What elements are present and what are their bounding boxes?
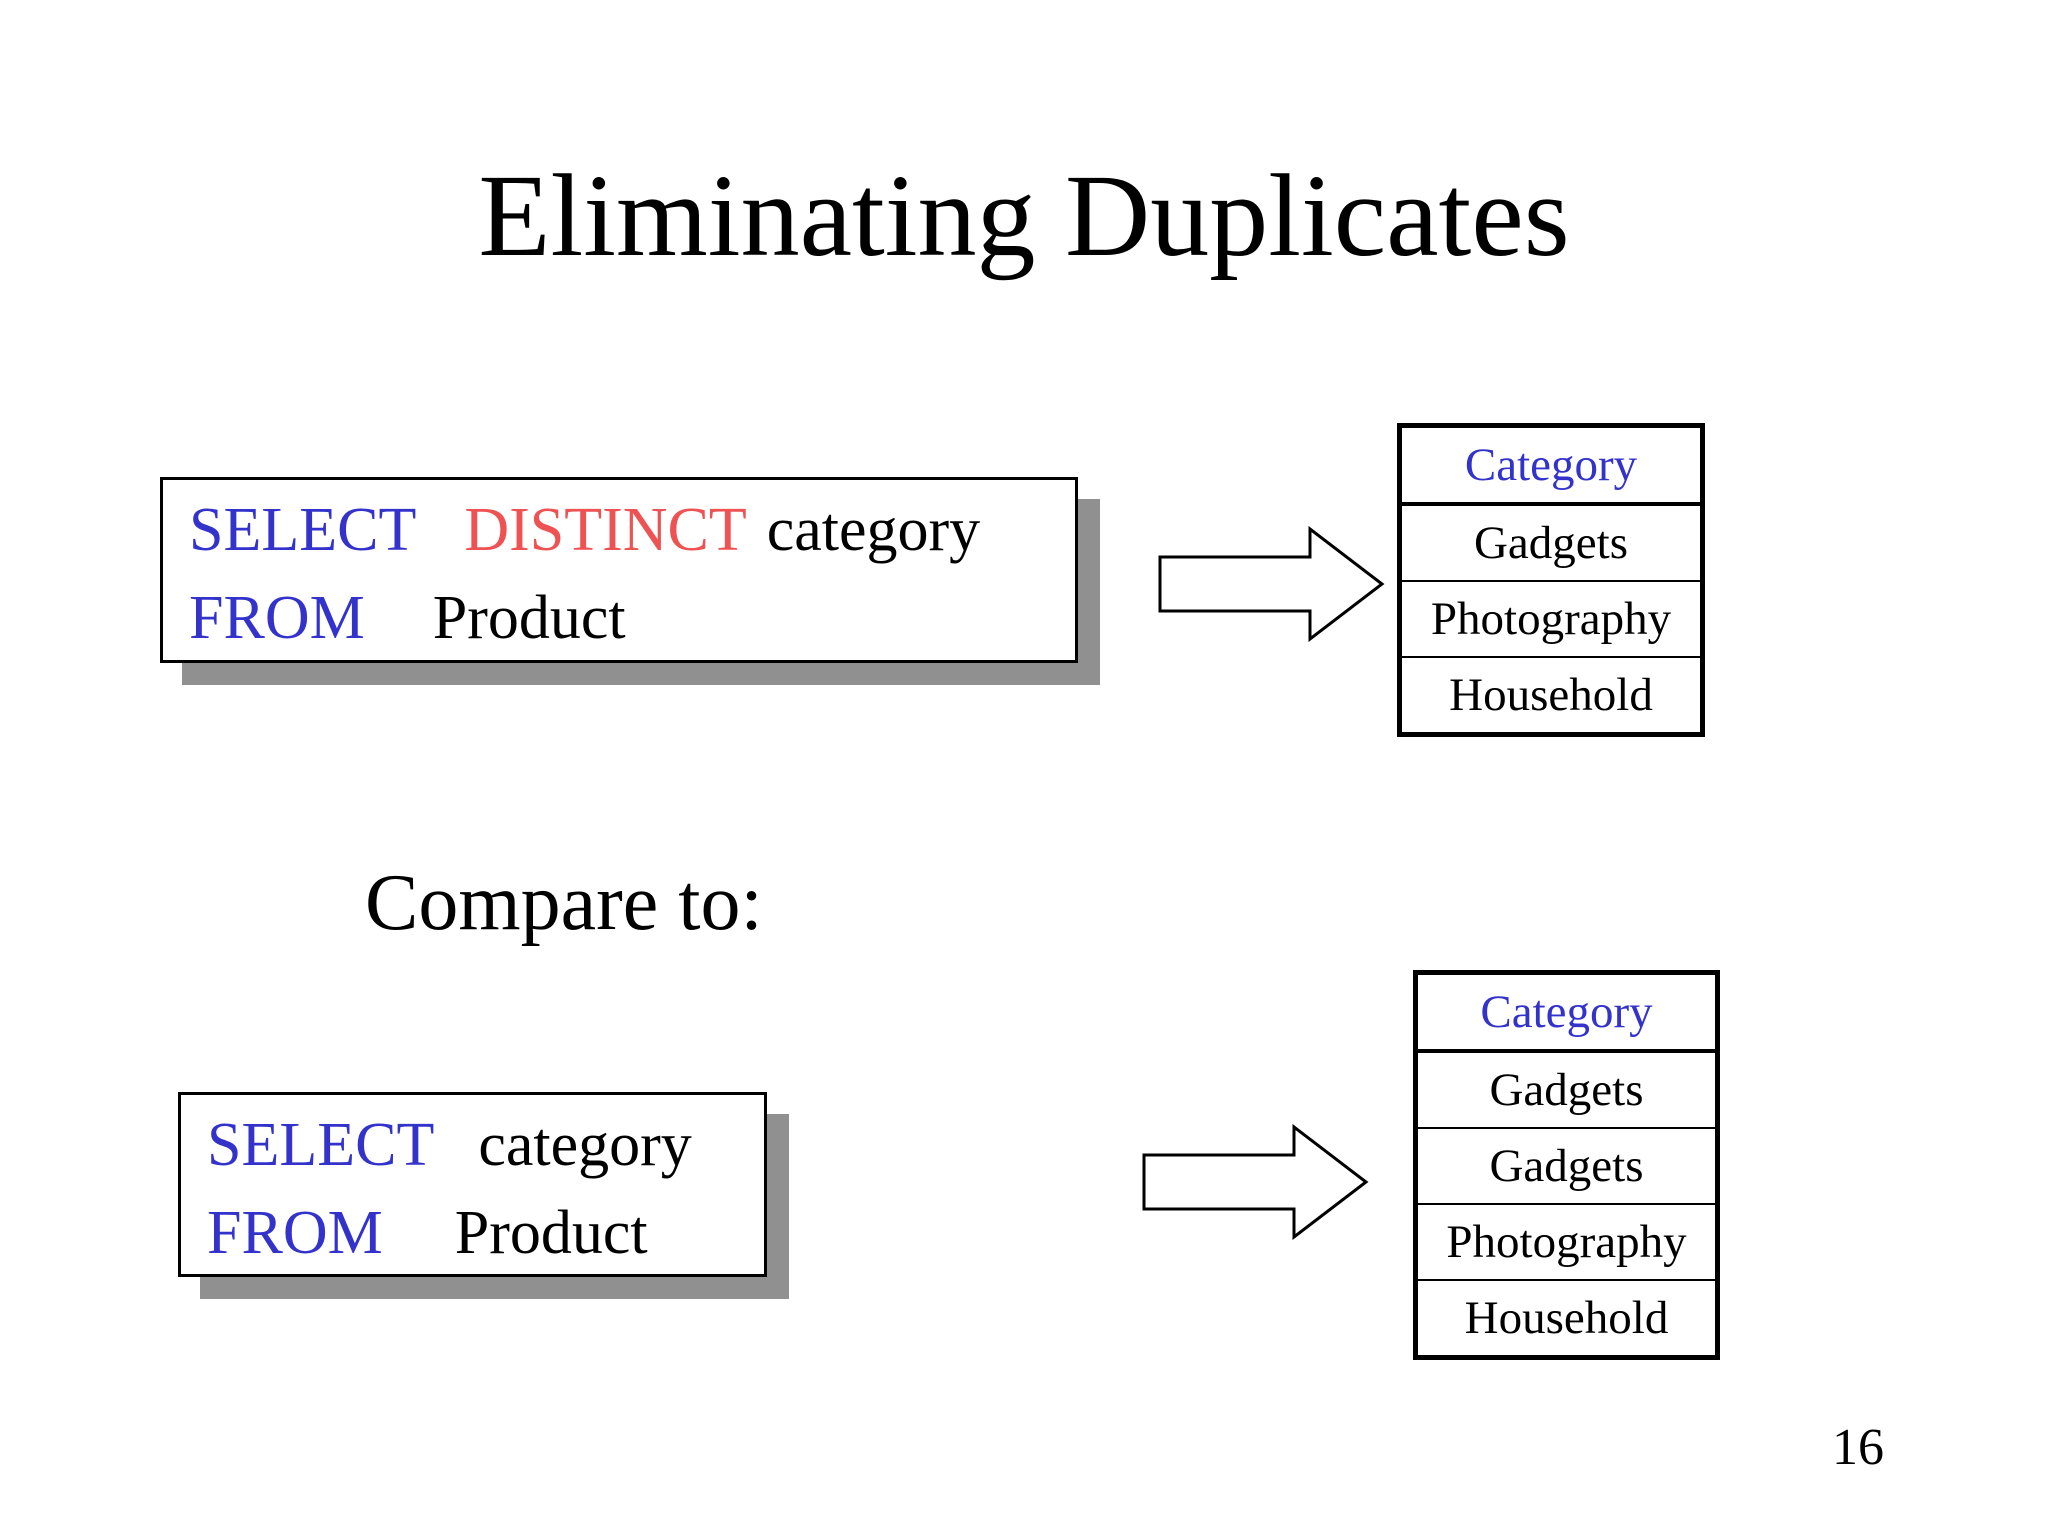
sql-line: FROM Product [189, 574, 1075, 662]
result-table-distinct: Category Gadgets Photography Household [1397, 423, 1705, 737]
table-row: Household [1418, 1279, 1715, 1355]
compare-to-label: Compare to: [365, 859, 763, 947]
sql-keyword-from: FROM [207, 1199, 383, 1267]
table-row: Gadgets [1489, 1064, 1644, 1116]
table-row: Household [1402, 656, 1700, 732]
sql-line: FROM Product [207, 1189, 764, 1277]
sql-line: SELECT DISTINCT category [189, 486, 1075, 574]
sql-keyword-distinct: DISTINCT [464, 496, 747, 564]
sql-keyword-select: SELECT [189, 496, 417, 564]
sql-column-name: category [478, 1111, 692, 1179]
table-row: Photography [1402, 580, 1700, 656]
table-header-category: Category [1402, 428, 1700, 506]
sql-keyword-select: SELECT [207, 1111, 435, 1179]
table-header-category: Category [1418, 975, 1715, 1053]
page-title: Eliminating Duplicates [478, 150, 1570, 281]
slide-page-number: 16 [1832, 1419, 1884, 1476]
sql-table-name: Product [454, 1199, 648, 1267]
table-row: Photography [1418, 1203, 1715, 1279]
sql-table-name: Product [432, 584, 626, 652]
result-table-duplicates: Category Gadgets Gadgets Photography Hou… [1413, 970, 1720, 1360]
sql-keyword-from: FROM [189, 584, 365, 652]
table-row: Gadgets [1418, 1127, 1715, 1203]
sql-query-distinct-box: SELECT DISTINCT category FROM Product [160, 477, 1078, 663]
sql-column-name: category [766, 496, 981, 564]
sql-line: SELECT category [207, 1101, 764, 1189]
table-row: Gadgets [1473, 517, 1628, 569]
sql-query-plain-box: SELECT category FROM Product [178, 1092, 767, 1277]
right-arrow-icon [1142, 1123, 1370, 1245]
right-arrow-icon [1158, 525, 1386, 647]
